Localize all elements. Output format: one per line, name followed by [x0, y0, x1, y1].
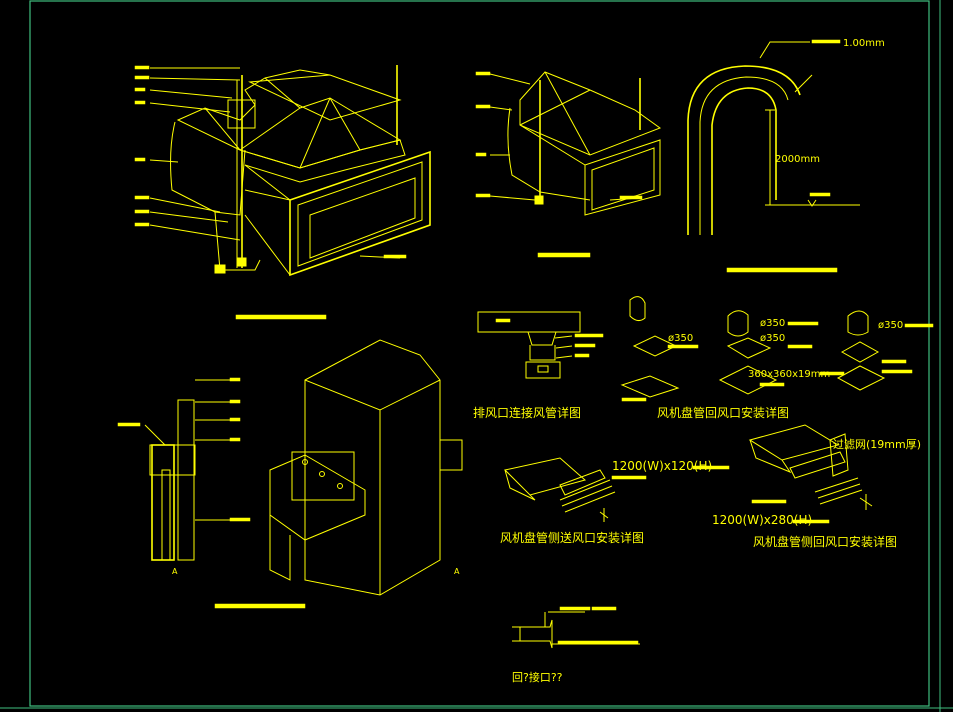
section-marker-a1: A [172, 567, 178, 576]
fcu-side-supply-detail: 1200(W)x120(H) 风机盘管侧送风口安装详图 [500, 457, 730, 545]
duct-support-small-isometric [475, 71, 662, 258]
vertical-elbow-detail: 1.00mm 2000mm [687, 38, 885, 273]
elbow-thickness-label: 1.00mm [843, 38, 885, 49]
duct-support-isometric [134, 65, 431, 320]
return-air-interface-detail: 回?接口?? [512, 606, 640, 684]
grille-size-label: 360x360x19mm [748, 369, 830, 380]
d350-label-4: ø350 [878, 320, 903, 331]
d350-label-1: ø350 [668, 333, 693, 344]
drawing-border [29, 0, 930, 707]
exhaust-caption: 排风口连接风管详图 [473, 405, 581, 420]
fcu-return-air-detail: ø350 ø350 ø350 ø350 360x360x19mm 风机盘管回风口… [620, 296, 934, 420]
height-dimension-label: 2000mm [775, 154, 820, 165]
side-return-size-label: 1200(W)x280(H) [712, 513, 812, 527]
fcu-return-caption: 风机盘管回风口安装详图 [657, 405, 789, 420]
filter-label: 过滤网(19mm厚) [833, 438, 921, 451]
fcu-side-return-detail: 过滤网(19mm厚) 1200(W)x280(H) 风机盘管侧回风口安装详图 [712, 424, 921, 549]
fcu-side-supply-caption: 风机盘管侧送风口安装详图 [500, 530, 644, 545]
d350-label-3: ø350 [760, 333, 785, 344]
fcu-side-return-caption: 风机盘管侧回风口安装详图 [753, 534, 897, 549]
side-supply-size-label: 1200(W)x120(H) [612, 459, 712, 473]
section-marker-a2: A [454, 567, 460, 576]
wall-duct-support-detail: A A [117, 339, 463, 609]
bottom-note: 回?接口?? [512, 671, 563, 684]
exhaust-connection-detail: 排风口连接风管详图 [473, 311, 604, 420]
d350-label-2: ø350 [760, 318, 785, 329]
